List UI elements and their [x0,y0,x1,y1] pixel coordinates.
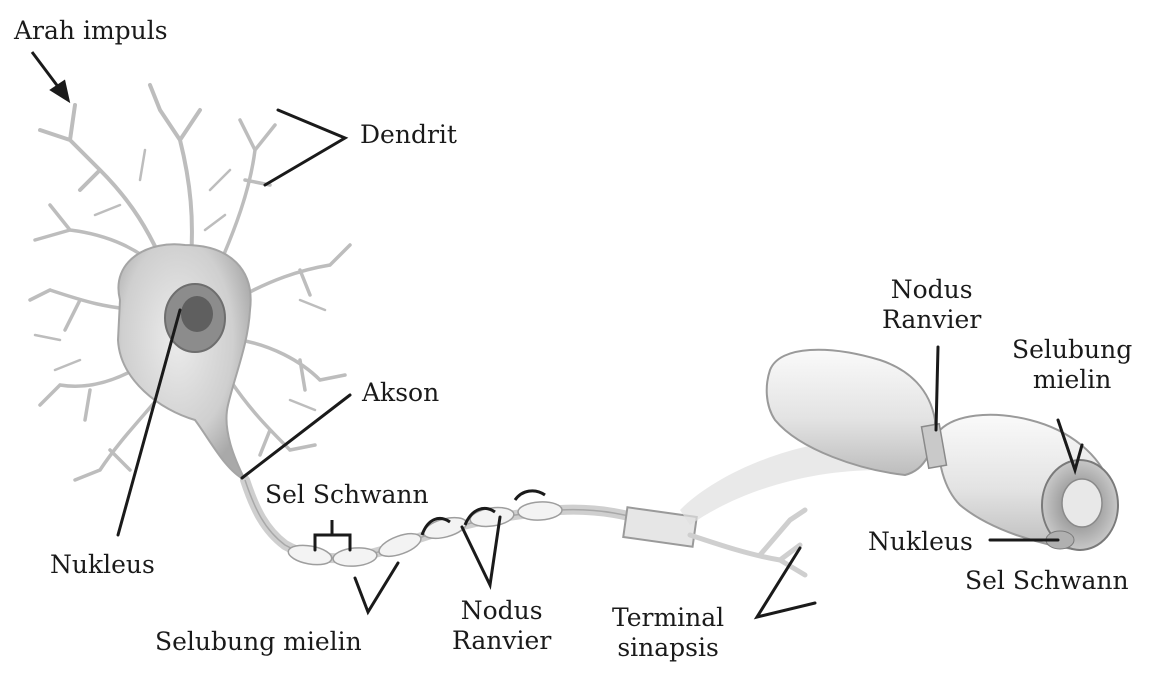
label-sel-schwann-right: Sel Schwann [965,566,1129,596]
label-nodus-ranvier-left-line1: Nodus [452,596,551,626]
label-nukleus-left: Nukleus [50,550,155,580]
label-nodus-ranvier-left-line2: Ranvier [452,626,551,656]
label-nukleus-right: Nukleus [868,527,973,557]
axon-terminal [623,507,805,575]
label-selubung-mielin-left: Selubung mielin [155,627,362,657]
label-sel-schwann-left: Sel Schwann [265,480,429,510]
cell-body [118,244,251,480]
label-dendrit: Dendrit [360,120,457,150]
label-nodus-ranvier-right-line1: Nodus [882,275,981,305]
label-nodus-ranvier-right: Nodus Ranvier [882,275,981,335]
label-akson: Akson [362,378,439,408]
label-nodus-ranvier-right-line2: Ranvier [882,305,981,335]
label-selubung-mielin-right: Selubung mielin [1012,335,1132,395]
label-selubung-mielin-right-line1: Selubung [1012,335,1132,365]
label-nodus-ranvier-left: Nodus Ranvier [452,596,551,656]
label-terminal-sinapsis: Terminal sinapsis [612,603,724,663]
label-selubung-mielin-right-line2: mielin [1012,365,1132,395]
label-arah-impuls: Arah impuls [14,16,168,46]
label-terminal-line1: Terminal [612,603,724,633]
label-terminal-line2: sinapsis [612,633,724,663]
impulse-arrow [32,52,68,100]
